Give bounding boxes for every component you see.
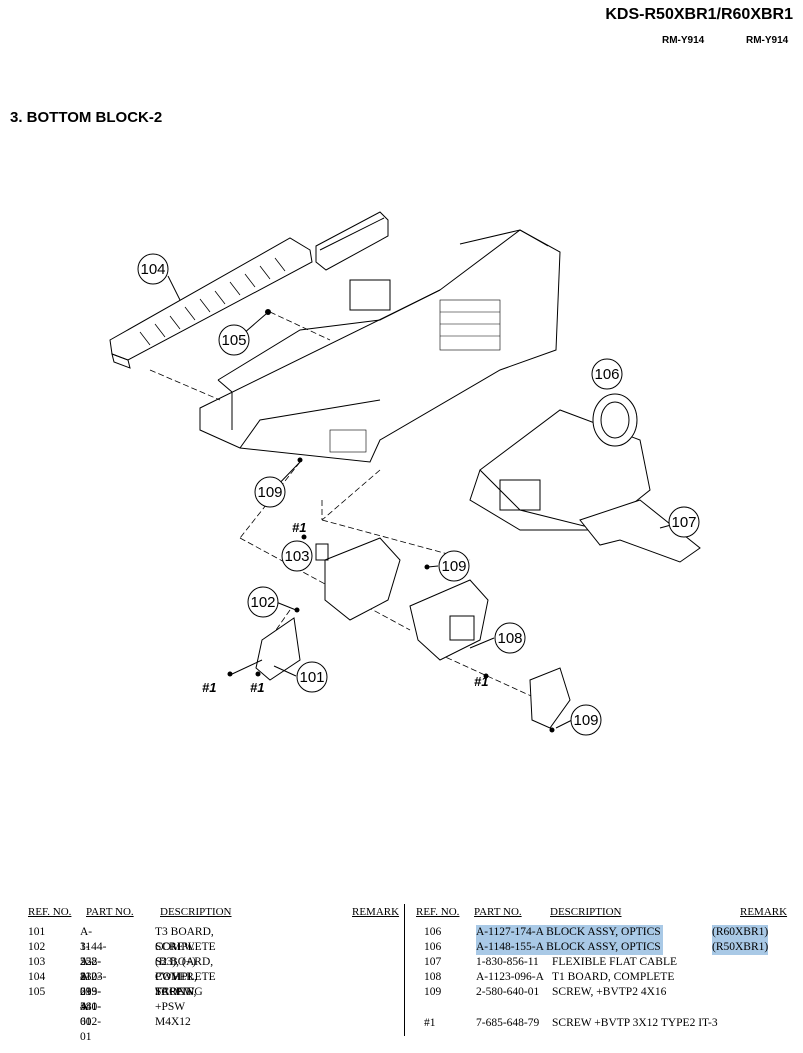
ref-cell: 109 bbox=[424, 986, 442, 998]
screw-mark: #1 bbox=[202, 680, 216, 695]
part-cell: 1-830-856-11 bbox=[476, 956, 539, 968]
col-header-ref-right: REF. NO. bbox=[416, 906, 460, 918]
section-title: 3. BOTTOM BLOCK-2 bbox=[10, 109, 163, 126]
ref-cell: 108 bbox=[424, 971, 442, 983]
callout-label: 107 bbox=[671, 514, 696, 531]
desc-cell: SCREW, +PSW M4X12 bbox=[155, 986, 197, 1028]
screw-mark: #1 bbox=[250, 680, 264, 695]
callout-circle bbox=[137, 253, 169, 285]
remote-model-right: RM-Y914 bbox=[746, 35, 789, 46]
part-cell: A-1144-528-A bbox=[80, 926, 107, 983]
col-header-desc-right: DESCRIPTION bbox=[550, 906, 622, 918]
part-cell: 2-580-602-01 bbox=[80, 986, 102, 1043]
callout-label: 103 bbox=[284, 548, 309, 565]
callout-label: 105 bbox=[221, 332, 246, 349]
callout-label: 109 bbox=[441, 558, 466, 575]
optics-block-part bbox=[469, 393, 651, 531]
ref-cell: 107 bbox=[424, 956, 442, 968]
desc-cell: COVER, FRONT bbox=[155, 971, 197, 998]
highlighted-part-cell: A-1127-174-A BLOCK ASSY, OPTICS bbox=[476, 925, 663, 940]
part-cell: 3-252-830-01 bbox=[80, 941, 102, 998]
bottom-chassis-part bbox=[199, 229, 561, 463]
part-cell: 2-633-441-01 bbox=[80, 971, 102, 1028]
ref-cell: 105 bbox=[28, 986, 46, 998]
desc-cell: BLOCK ASSY, OPTICS bbox=[546, 926, 661, 938]
screw-mark: #1 bbox=[474, 674, 488, 689]
ref-cell: 104 bbox=[28, 971, 46, 983]
part-cell: A-1123-096-A bbox=[476, 971, 544, 983]
flat-cable-part bbox=[579, 499, 701, 563]
table-row: 109 2-580-640-01 SCREW, +BVTP2 4X16 bbox=[424, 985, 784, 1000]
part-cell: A-1127-174-A bbox=[476, 926, 544, 938]
s2-board-part bbox=[324, 537, 401, 621]
desc-cell: SCREW, +BVTP2 4X16 bbox=[552, 986, 667, 998]
part-cell: 7-685-648-79 bbox=[476, 1017, 540, 1029]
callout-label: 108 bbox=[497, 630, 522, 647]
remote-model-left: RM-Y914 bbox=[662, 35, 705, 46]
table-row: 106 A-1127-174-A BLOCK ASSY, OPTICS (R60… bbox=[424, 925, 784, 940]
callout-label: 106 bbox=[594, 366, 619, 383]
desc-cell: T1 BOARD, COMPLETE bbox=[552, 971, 675, 983]
table-divider bbox=[404, 904, 405, 1036]
desc-cell: SCREW +BVTP 3X12 TYPE2 IT-3 bbox=[552, 1017, 718, 1029]
col-header-ref: REF. NO. bbox=[28, 906, 72, 918]
t3-board-part bbox=[255, 617, 301, 681]
part-cell: A-1123-099-A bbox=[80, 956, 107, 1013]
desc-cell: SCREW (B3), (+) PWH TAPPING bbox=[155, 941, 203, 998]
remark-cell: (R60XBR1) bbox=[712, 925, 769, 940]
desc-cell: T3 BOARD, COMPLETE bbox=[155, 926, 216, 953]
table-row: 108 A-1123-096-A T1 BOARD, COMPLETE bbox=[424, 970, 784, 985]
col-header-part-right: PART NO. bbox=[474, 906, 522, 918]
ref-cell: 106 bbox=[424, 941, 442, 953]
t1-board-part bbox=[409, 579, 489, 661]
col-header-part: PART NO. bbox=[86, 906, 134, 918]
parts-table-right: 106 A-1127-174-A BLOCK ASSY, OPTICS (R60… bbox=[424, 925, 784, 1031]
ref-cell: 106 bbox=[424, 926, 442, 938]
callout-label: 102 bbox=[250, 594, 275, 611]
exploded-view-diagram: 104 105 106 107 109 103 109 102 108 101 … bbox=[109, 211, 701, 736]
desc-cell: FLEXIBLE FLAT CABLE bbox=[552, 956, 678, 968]
desc-cell: S2 BOARD, COMPLETE bbox=[155, 956, 216, 983]
remark-cell: (R50XBR1) bbox=[712, 940, 769, 955]
model-title: KDS-R50XBR1/R60XBR1 bbox=[605, 6, 793, 23]
callout-label: 109 bbox=[573, 712, 598, 729]
part-cell: 2-580-640-01 bbox=[476, 986, 540, 998]
ref-cell: #1 bbox=[424, 1017, 436, 1029]
part-cell: A-1148-155-A bbox=[476, 941, 544, 953]
ref-cell: 102 bbox=[28, 941, 46, 953]
ref-cell: 101 bbox=[28, 926, 46, 938]
table-row: #1 7-685-648-79 SCREW +BVTP 3X12 TYPE2 I… bbox=[424, 1016, 784, 1031]
ref-cell: 103 bbox=[28, 956, 46, 968]
front-cover-part bbox=[109, 237, 313, 369]
col-header-remark: REMARK bbox=[352, 906, 400, 918]
highlighted-part-cell: A-1148-155-A BLOCK ASSY, OPTICS bbox=[476, 940, 663, 955]
table-row: 106 A-1148-155-A BLOCK ASSY, OPTICS (R50… bbox=[424, 940, 784, 955]
screw-mark: #1 bbox=[292, 520, 306, 535]
callout-label: 104 bbox=[140, 261, 165, 278]
desc-cell: BLOCK ASSY, OPTICS bbox=[546, 941, 661, 953]
table-row: 107 1-830-856-11 FLEXIBLE FLAT CABLE bbox=[424, 955, 784, 970]
col-header-desc: DESCRIPTION bbox=[160, 906, 232, 918]
callout-label: 101 bbox=[299, 669, 324, 686]
col-header-remark-right: REMARK bbox=[740, 906, 788, 918]
callout-label: 109 bbox=[257, 484, 282, 501]
